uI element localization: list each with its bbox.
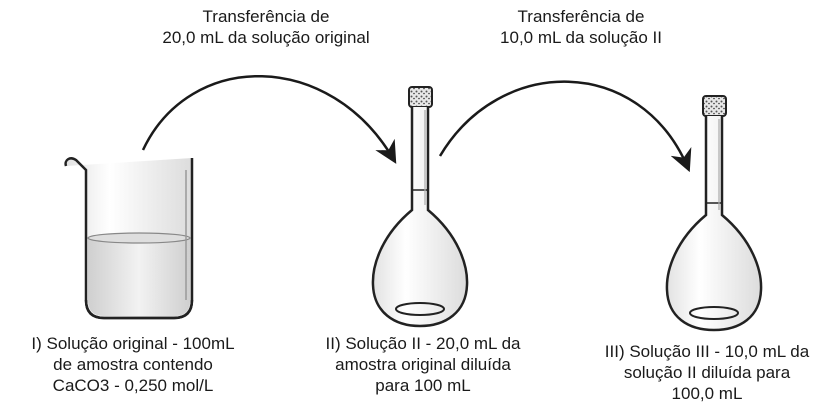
volumetric-flask-icon — [371, 86, 469, 328]
transfer-label-line: Transferência de — [202, 7, 330, 26]
caption-line: para 100 mL — [375, 376, 471, 395]
caption-line: 100,0 mL — [671, 384, 743, 403]
caption-line: CaCO3 - 0,250 mol/L — [52, 376, 214, 395]
caption-solution-iii: III) Solução III - 10,0 mL da solução II… — [582, 341, 832, 404]
volumetric-flask-icon — [665, 95, 763, 332]
transfer-label-1: Transferência de 20,0 mL da solução orig… — [136, 6, 396, 48]
beaker-icon — [64, 157, 194, 320]
caption-line: II) Solução II - 20,0 mL da — [325, 334, 521, 353]
caption-line: III) Solução III - 10,0 mL da — [604, 342, 810, 361]
transfer-label-line: Transferência de — [517, 7, 645, 26]
caption-line: de amostra contendo — [53, 355, 213, 374]
transfer-label-line: 10,0 mL da solução II — [500, 28, 662, 47]
transfer-label-line: 20,0 mL da solução original — [162, 28, 370, 47]
caption-solution-i: I) Solução original - 100mL de amostra c… — [2, 333, 264, 396]
caption-line: amostra original diluída — [335, 355, 511, 374]
caption-solution-ii: II) Solução II - 20,0 mL da amostra orig… — [298, 333, 548, 396]
caption-line: I) Solução original - 100mL — [31, 334, 235, 353]
caption-line: solução II diluída para — [623, 363, 791, 382]
transfer-label-2: Transferência de 10,0 mL da solução II — [466, 6, 696, 48]
transfer-arrow-1 — [141, 75, 397, 164]
transfer-arrow-2 — [438, 80, 692, 173]
